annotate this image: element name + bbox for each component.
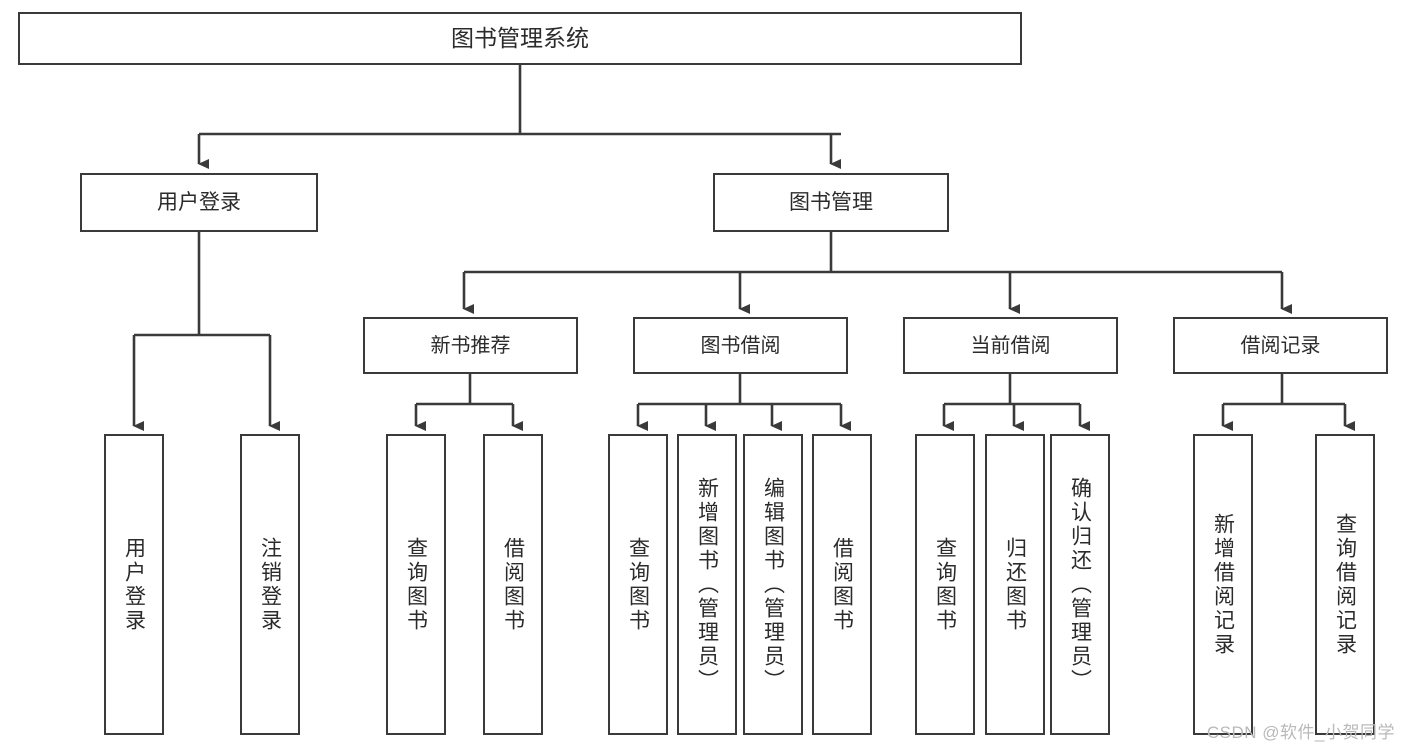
node-leaf-logout-label: 注销登录 [258,536,282,633]
node-leaf-confirm-return-label: 确认归还（管理员） [1068,476,1092,693]
node-leaf-return-book[interactable]: 归还图书 [985,434,1045,735]
node-leaf-borrow-book-1-label: 借阅图书 [501,536,525,633]
node-new-book-recommend[interactable]: 新书推荐 [363,317,578,374]
node-leaf-borrow-book-2[interactable]: 借阅图书 [812,434,872,735]
node-root-label: 图书管理系统 [451,25,589,51]
node-borrow-record[interactable]: 借阅记录 [1173,317,1388,374]
node-user-login[interactable]: 用户登录 [80,173,318,232]
node-book-borrow[interactable]: 图书借阅 [633,317,848,374]
node-leaf-borrow-book-2-label: 借阅图书 [830,536,854,633]
node-leaf-query-book-2-label: 查询图书 [626,536,650,633]
node-leaf-add-book[interactable]: 新增图书（管理员） [677,434,737,735]
node-leaf-add-record-label: 新增借阅记录 [1211,512,1235,657]
node-leaf-add-book-label: 新增图书（管理员） [695,476,719,693]
node-leaf-user-login[interactable]: 用户登录 [104,434,164,735]
node-leaf-query-book-1[interactable]: 查询图书 [386,434,446,735]
node-new-book-recommend-label: 新书推荐 [430,334,511,357]
node-user-login-label: 用户登录 [157,191,241,214]
node-leaf-query-book-3[interactable]: 查询图书 [915,434,975,735]
node-leaf-query-record[interactable]: 查询借阅记录 [1315,434,1375,735]
node-leaf-edit-book[interactable]: 编辑图书（管理员） [743,434,803,735]
node-current-borrow-label: 当前借阅 [970,334,1051,357]
node-current-borrow[interactable]: 当前借阅 [903,317,1118,374]
node-root[interactable]: 图书管理系统 [18,12,1022,65]
node-leaf-borrow-book-1[interactable]: 借阅图书 [483,434,543,735]
node-leaf-query-book-1-label: 查询图书 [404,536,428,633]
node-leaf-user-login-label: 用户登录 [122,536,146,633]
node-leaf-add-record[interactable]: 新增借阅记录 [1193,434,1253,735]
node-book-borrow-label: 图书借阅 [700,334,781,357]
node-leaf-confirm-return[interactable]: 确认归还（管理员） [1050,434,1110,735]
node-leaf-query-record-label: 查询借阅记录 [1333,512,1357,657]
node-leaf-logout[interactable]: 注销登录 [240,434,300,735]
node-borrow-record-label: 借阅记录 [1240,334,1321,357]
node-leaf-query-book-2[interactable]: 查询图书 [608,434,668,735]
node-leaf-query-book-3-label: 查询图书 [933,536,957,633]
watermark-text: CSDN @软件_小贺同学 [1206,723,1395,742]
node-book-manage[interactable]: 图书管理 [713,173,949,232]
node-book-manage-label: 图书管理 [789,191,873,214]
node-leaf-return-book-label: 归还图书 [1003,536,1027,633]
node-leaf-edit-book-label: 编辑图书（管理员） [761,476,785,693]
